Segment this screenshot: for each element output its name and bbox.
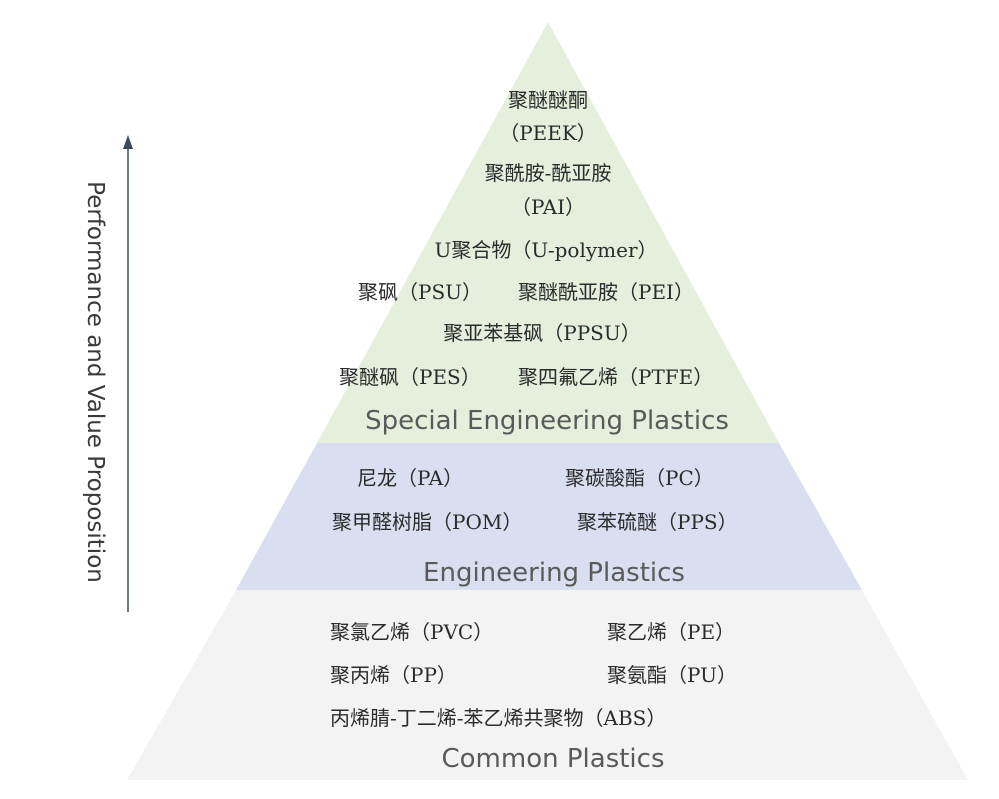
item-pes: 聚醚砜（PES） <box>339 365 481 389</box>
tier-special-title: Special Engineering Plastics <box>365 406 729 436</box>
item-psu: 聚砜（PSU） <box>358 280 483 304</box>
tier-engineering-title: Engineering Plastics <box>423 558 685 588</box>
tier-special-band <box>317 22 779 443</box>
item-pom: 聚甲醛树脂（POM） <box>332 510 523 534</box>
item-ppsu: 聚亚苯基砜（PPSU） <box>443 321 641 345</box>
item-pc: 聚碳酸酯（PC） <box>565 466 714 490</box>
item-pp: 聚丙烯（PP） <box>330 663 457 687</box>
item-pai-abbr: （PAI） <box>511 195 585 219</box>
item-pu: 聚氨酯（PU） <box>607 663 737 687</box>
item-peek-abbr: （PEEK） <box>499 121 597 145</box>
tier-common-band <box>127 590 968 780</box>
axis-arrow-head <box>123 135 133 149</box>
tier-common-title: Common Plastics <box>441 744 665 774</box>
item-u-polymer: U聚合物（U-polymer） <box>434 238 658 262</box>
item-pvc: 聚氯乙烯（PVC） <box>330 620 494 644</box>
item-abs: 丙烯腈-丁二烯-苯乙烯共聚物（ABS） <box>330 706 667 730</box>
item-ptfe: 聚四氟乙烯（PTFE） <box>518 365 714 389</box>
item-peek-name: 聚醚醚酮 <box>508 88 588 112</box>
tier-engineering-band <box>236 443 862 590</box>
item-pps: 聚苯硫醚（PPS） <box>577 510 738 534</box>
item-pei: 聚醚酰亚胺（PEI） <box>518 280 694 304</box>
item-pai-name: 聚酰胺-酰亚胺 <box>484 161 612 185</box>
item-pe: 聚乙烯（PE） <box>607 620 736 644</box>
axis-label: Performance and Value Proposition <box>82 181 108 583</box>
item-pa: 尼龙（PA） <box>357 466 464 490</box>
